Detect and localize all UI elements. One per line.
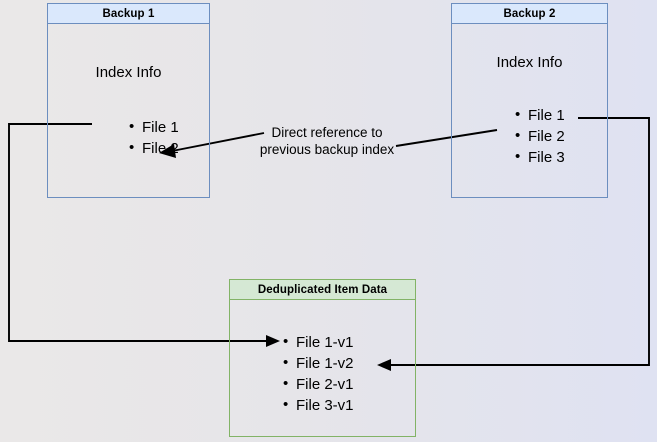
box-dedup-header: Deduplicated Item Data — [230, 280, 415, 300]
list-item: File 1-v2 — [283, 352, 353, 374]
box-backup-2[interactable]: Backup 2 Index Info File 1 File 2 File 3 — [451, 3, 608, 198]
list-item: File 1 — [129, 116, 179, 138]
box-backup-2-section-title: Index Info — [496, 54, 563, 71]
box-dedup-file-list: File 1-v1 File 1-v2 File 2-v1 File 3-v1 — [278, 331, 353, 416]
list-item: File 2 — [515, 125, 565, 147]
caption-line-2: previous backup index — [259, 142, 395, 157]
box-backup-1-section-title: Index Info — [95, 64, 162, 81]
list-item: File 2 — [129, 137, 179, 159]
box-backup-2-file-list: File 1 File 2 File 3 — [510, 104, 565, 168]
box-backup-1[interactable]: Backup 1 Index Info File 1 File 2 — [47, 3, 210, 198]
list-item: File 1 — [515, 104, 565, 126]
list-item: File 1-v1 — [283, 331, 353, 353]
list-item: File 3-v1 — [283, 394, 353, 416]
box-backup-1-header: Backup 1 — [48, 4, 209, 24]
list-item: File 2-v1 — [283, 373, 353, 395]
caption-direct-reference: Direct reference to previous backup inde… — [247, 124, 407, 158]
caption-line-1: Direct reference to — [271, 125, 383, 140]
box-backup-2-header: Backup 2 — [452, 4, 607, 24]
box-backup-1-file-list: File 1 File 2 — [124, 116, 179, 159]
box-deduplicated-item-data[interactable]: Deduplicated Item Data File 1-v1 File 1-… — [229, 279, 416, 437]
list-item: File 3 — [515, 146, 565, 168]
